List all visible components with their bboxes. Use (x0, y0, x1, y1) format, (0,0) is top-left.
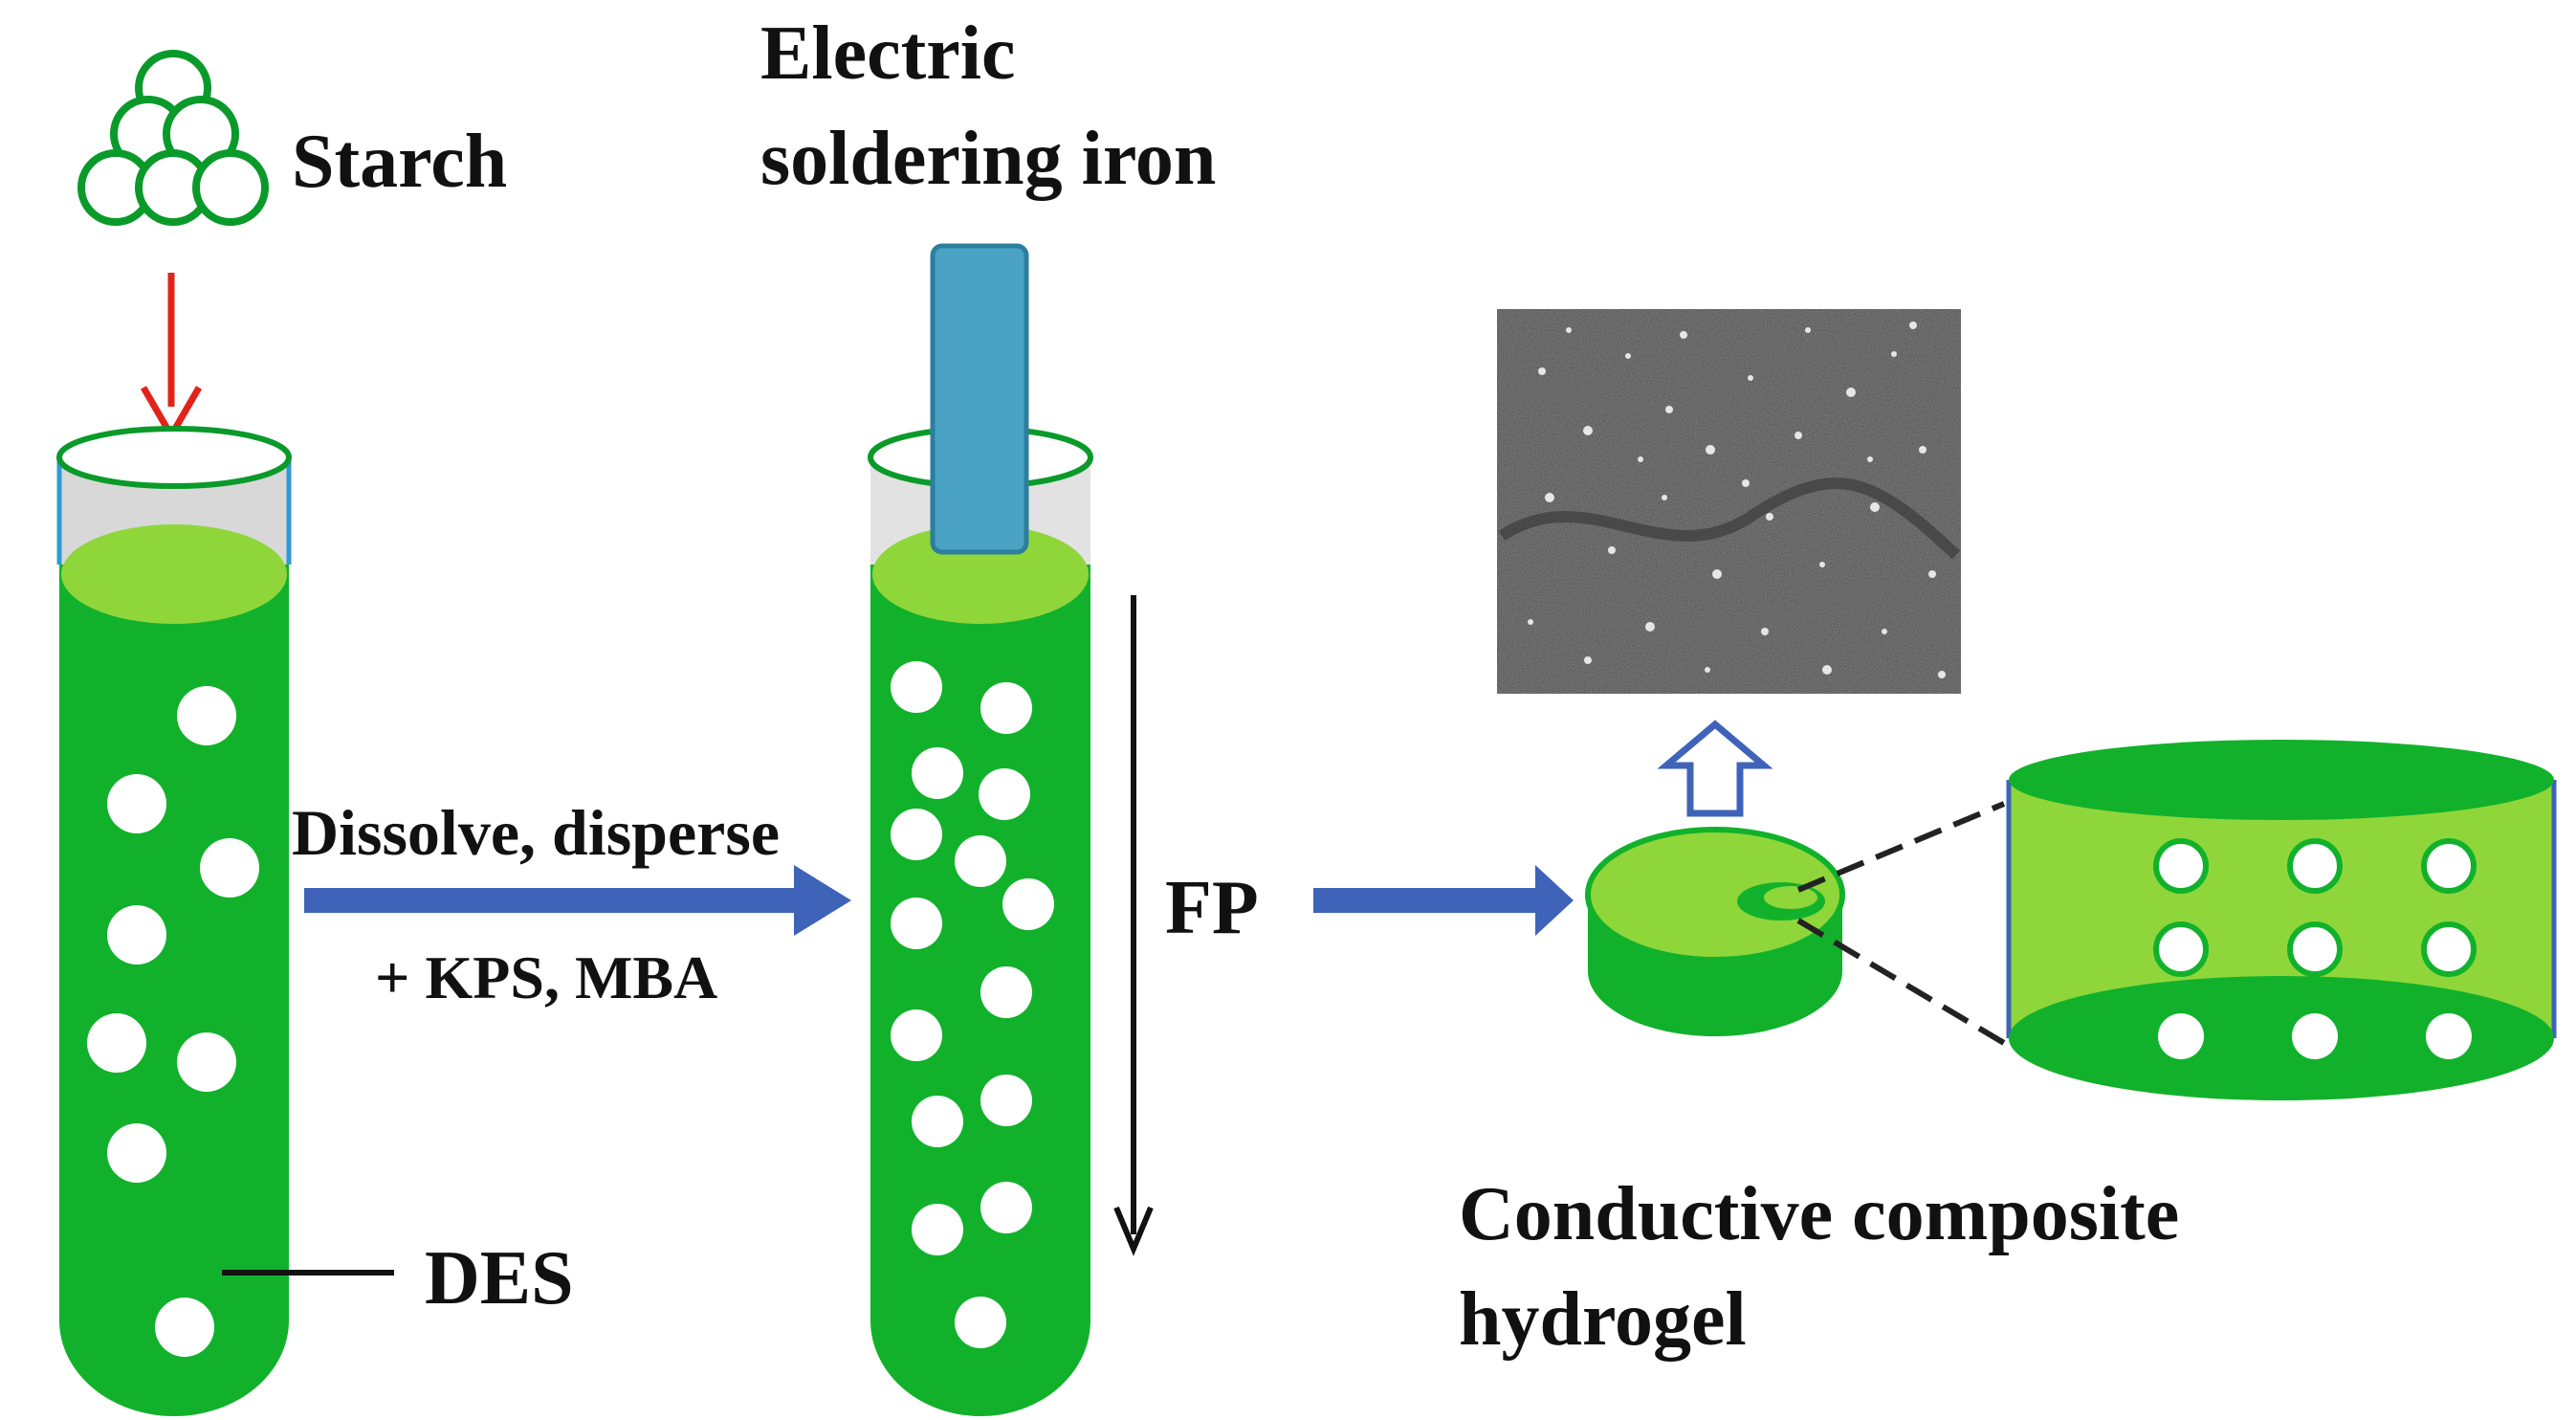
process-arrow-product (1313, 865, 1574, 936)
test-tube-des (56, 426, 292, 1416)
soldering-iron-label-line1: Electric (760, 11, 1015, 96)
tube1-bubbles (87, 686, 259, 1357)
starch-addition-arrow (140, 273, 203, 442)
des-label: DES (425, 1236, 574, 1320)
sem-view-arrow-icon (1657, 720, 1773, 817)
frontal-polymerization-arrow (1113, 595, 1154, 1256)
starch-cluster-icon (77, 50, 269, 226)
product-label-line2: hydrogel (1459, 1277, 1747, 1362)
dissolve-label: Dissolve, disperse (292, 796, 780, 869)
fp-label: FP (1165, 866, 1259, 950)
product-label-line1: Conductive composite (1459, 1172, 2179, 1256)
hydrogel-disc-icon (1585, 827, 1845, 1036)
zoom-indicator-lines (1796, 801, 2006, 1046)
cross-section-pores (2153, 838, 2477, 1059)
soldering-iron-icon (930, 243, 1029, 555)
sem-micrograph-image (1497, 309, 1961, 694)
soldering-iron-label-line2: soldering iron (760, 117, 1216, 201)
hydrogel-cross-section (2006, 740, 2557, 1100)
process-arrow-dissolve (304, 865, 851, 936)
starch-label: Starch (292, 120, 507, 204)
kps-mba-label: + KPS, MBA (375, 943, 717, 1011)
tube2-bubbles (891, 661, 1054, 1348)
